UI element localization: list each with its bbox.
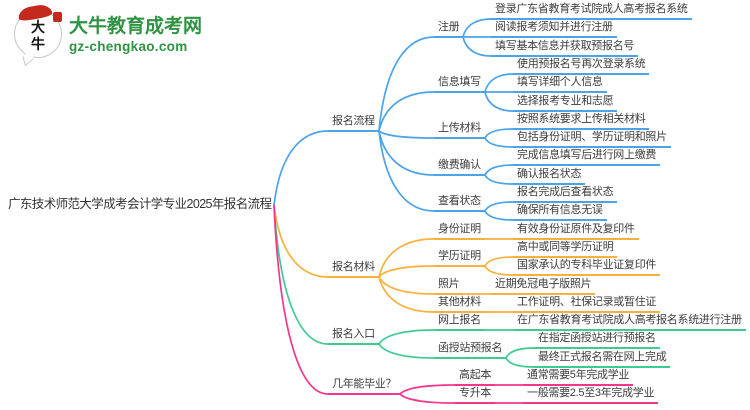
subbranch-node-1-0[interactable]: 身份证明 [434,222,485,240]
brand-name: 大牛教育成考网 [69,16,203,37]
leaf-node-0-1-0[interactable]: 使用预报名号再次登录系统 [513,57,650,75]
branch-node-0[interactable]: 报名流程 [328,114,379,132]
edge-curve [378,91,435,132]
leaf-node-0-4-0[interactable]: 报名完成后查看状态 [513,185,618,203]
branch-node-3[interactable]: 几年能毕业？ [328,377,401,396]
leaf-node-0-3-0[interactable]: 完成信息填写后进行网上缴费 [513,148,661,167]
edge-curve [484,91,514,112]
subbranch-node-1-2[interactable]: 照片 [434,277,464,295]
edge-curve [484,137,514,148]
edge-curve [505,357,535,368]
leaf-node-1-1-0[interactable]: 高中或同等学历证明 [513,240,618,258]
brand-logo-bubble-icon: 大牛 [14,3,62,58]
edge-curve [484,256,514,267]
leaf-node-0-3-1[interactable]: 确认报名状态 [513,167,586,185]
subbranch-node-1-3[interactable]: 其他材料 [434,295,485,313]
leaf-node-0-2-0[interactable]: 按照系统要求上传相关材料 [513,112,650,130]
edge-curve [484,128,514,139]
edge-curve [378,36,435,132]
root-topic[interactable]: 广东技术师范大学成考会计学专业2025年报名流程 [8,197,272,211]
edge-curve [484,201,514,212]
logo-seal-icon [53,12,62,22]
edge-curve [399,393,456,404]
leaf-node-2-1-1[interactable]: 最终正式报名需在网上完成 [534,350,671,368]
subbranch-node-2-0[interactable]: 网上报名 [434,313,485,332]
subbranch-node-3-0[interactable]: 高起本 [455,368,496,386]
edge-curve [462,36,492,57]
edge-curve [378,130,435,176]
subbranch-node-3-1[interactable]: 专升本 [455,386,496,405]
subbranch-node-2-1[interactable]: 函授站预报名 [434,341,507,359]
leaf-node-2-1-0[interactable]: 在指定函授站进行预报名 [534,331,660,350]
edge-curve [399,384,456,395]
leaf-node-0-0-2[interactable]: 填写基本信息并获取预报名号 [491,39,639,57]
leaf-node-0-0-1[interactable]: 阅读报考须知并进行注册 [491,20,617,39]
edge-curve [484,73,514,93]
subbranch-node-0-1[interactable]: 信息填写 [434,75,485,94]
brand-logo: 大牛 大牛教育成考网 gz-chengkao.com [14,3,202,58]
edge-curve [462,18,492,38]
edge-curve [273,130,329,207]
edge-curve [484,265,514,276]
edge-curve [378,238,435,278]
edge-curve [273,204,329,278]
leaf-node-3-0-0[interactable]: 通常需要5年完成学业 [523,368,634,386]
edge-curve [484,174,514,185]
subbranch-node-0-3[interactable]: 缴费确认 [434,158,485,176]
leaf-node-0-4-1[interactable]: 确保所有信息无误 [513,203,607,222]
edge-curve [378,276,435,313]
branch-node-2[interactable]: 报名入口 [328,327,379,345]
leaf-node-1-2-0[interactable]: 近期免冠电子版照片 [491,277,596,295]
leaf-node-0-2-1[interactable]: 包括身份证明、学历证明和照片 [513,130,671,149]
edge-curve [273,204,329,395]
leaf-node-1-1-1[interactable]: 国家承认的专科毕业证复印件 [513,258,661,277]
edge-curve [378,343,435,359]
subbranch-node-0-4[interactable]: 查看状态 [434,194,485,213]
branch-node-1[interactable]: 报名材料 [328,260,379,279]
brand-domain: gz-chengkao.com [69,39,188,54]
leaf-node-1-0-0[interactable]: 有效身份证原件及复印件 [513,222,639,240]
edge-curve [378,276,435,295]
leaf-node-3-1-0[interactable]: 一般需要2.5至3年完成学业 [523,386,659,405]
edge-curve [378,265,435,278]
edge-curve [378,130,435,139]
edge-curve [378,130,435,212]
leaf-node-1-3-0[interactable]: 工作证明、社保记录或暂住证 [513,295,661,313]
leaf-node-0-1-2[interactable]: 选择报考专业和志愿 [513,94,618,112]
edge-curve [505,347,535,359]
subbranch-node-0-2[interactable]: 上传材料 [434,121,485,139]
edge-curve [378,329,435,345]
brand-text-block: 大牛教育成考网 gz-chengkao.com [69,10,202,55]
edge-curve [484,164,514,176]
logo-characters: 大牛 [31,20,45,53]
leaf-node-2-0-0[interactable]: 在广东省教育考试院成人高考报名系统进行注册 [513,313,746,332]
subbranch-node-1-1[interactable]: 学历证明 [434,249,485,268]
edge-curve [273,204,329,345]
leaf-node-0-0-0[interactable]: 登录广东省教育考试院成人高考报名系统 [491,2,692,20]
leaf-node-0-1-1[interactable]: 填写详细个人信息 [513,75,607,94]
subbranch-node-0-0[interactable]: 注册 [434,20,464,39]
edge-curve [484,210,514,221]
